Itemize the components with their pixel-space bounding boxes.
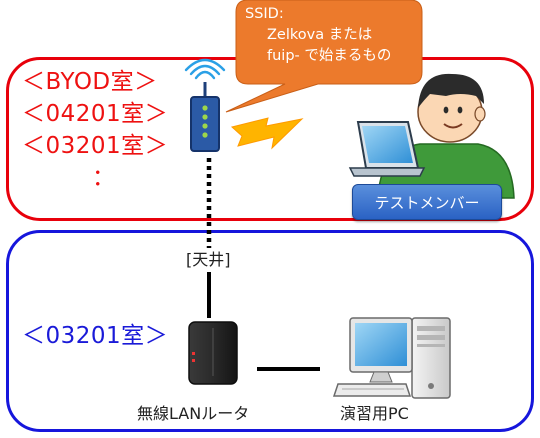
laptop-icon xyxy=(348,121,426,177)
lightning-bolt-icon xyxy=(230,117,304,150)
room-byod: ＜BYOD室＞ xyxy=(22,69,158,95)
desktop-pc-icon xyxy=(332,317,451,399)
ssid-callout-line3: fuip- で始まるもの xyxy=(267,48,392,64)
ceiling-label: [天井] xyxy=(184,250,233,270)
ssid-callout-text: SSID: Zelkova または fuip- で始まるもの xyxy=(245,4,391,67)
top-room-list: ＜BYOD室＞ ＜04201室＞ ＜03201室＞ ： xyxy=(22,66,168,194)
test-member-label: テストメンバー xyxy=(374,193,480,212)
test-member-badge: テストメンバー xyxy=(352,184,502,220)
ssid-callout xyxy=(225,0,423,113)
room-04201: ＜04201室＞ xyxy=(22,101,169,127)
router-label: 無線LANルータ xyxy=(137,404,250,423)
access-point-icon xyxy=(184,58,226,152)
room-03201: ＜03201室＞ xyxy=(22,133,169,159)
wireless-router-icon xyxy=(188,321,238,385)
ssid-callout-line1: SSID: xyxy=(245,6,284,22)
room-ellipsis: ： xyxy=(92,165,116,191)
ssid-callout-line2: Zelkova または xyxy=(267,27,373,43)
bottom-room-label: ＜03201室＞ xyxy=(22,323,169,349)
pc-label: 演習用PC xyxy=(340,404,409,423)
